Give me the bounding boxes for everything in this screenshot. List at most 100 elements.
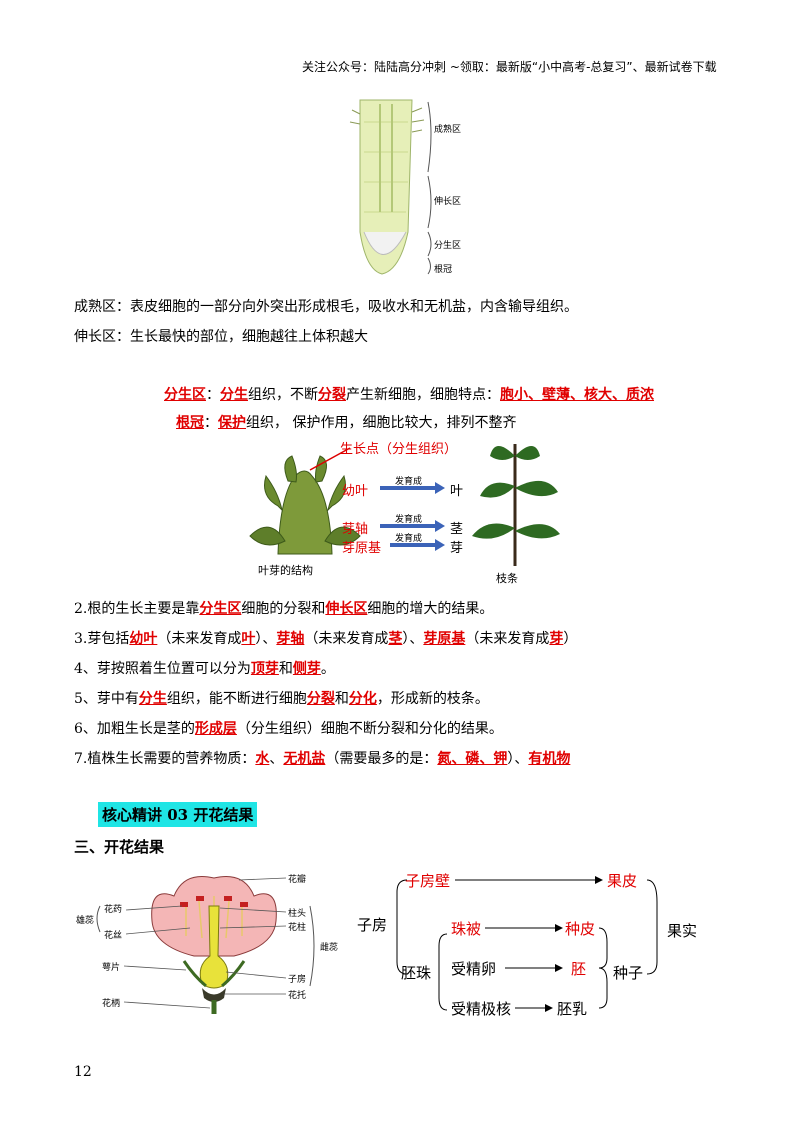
- t: （未来发育成: [157, 631, 242, 647]
- root-label-cap: 根冠: [434, 265, 453, 275]
- item-4: 4、芽按照着生位置可以分为顶芽和侧芽。: [74, 658, 335, 678]
- t: 组织， 保护作用，细胞比较大，排列不整齐: [246, 415, 517, 431]
- t: 和: [334, 691, 349, 707]
- kw: 茎: [388, 631, 403, 647]
- t: 6、加粗生长是茎的: [74, 721, 195, 737]
- label-ovary: 子房: [288, 975, 307, 985]
- line-rootcap: 根冠：保护组织， 保护作用，细胞比较大，排列不整齐: [176, 412, 516, 432]
- kw: 有机物: [528, 751, 571, 767]
- arrow-label-3: 发育成: [395, 534, 423, 544]
- line-meristem: 分生区：分生组织，不断分裂产生新细胞，细胞特点：胞小、壁薄、核大、质浓: [164, 384, 654, 404]
- diag-ovary-wall: 子房壁: [405, 872, 451, 890]
- t: ）、: [255, 631, 277, 647]
- kw: 芽轴: [276, 631, 305, 647]
- result-leaf: 叶: [450, 484, 464, 499]
- item-3: 3.芽包括幼叶（未来发育成叶）、芽轴（未来发育成茎）、芽原基（未来发育成芽）: [74, 628, 577, 648]
- bud-part-axis: 芽轴: [342, 522, 369, 537]
- kw: 保护: [218, 415, 246, 431]
- label-anther: 花药: [104, 905, 123, 915]
- label-receptacle: 花托: [288, 991, 307, 1001]
- diag-ovule: 胚珠: [401, 964, 432, 982]
- kw: 形成层: [194, 721, 237, 737]
- t: 2.根的生长主要是靠: [74, 601, 200, 617]
- t: 4、芽按照着生位置可以分为: [74, 661, 251, 677]
- growth-point-label: 生长点（分生组织）: [340, 442, 458, 457]
- root-tip-figure: 成熟区 伸长区 分生区 根冠: [330, 92, 470, 282]
- root-tip-drawing: [349, 99, 432, 275]
- t: 组织，不断: [248, 387, 318, 403]
- arrow-label-2: 发育成: [395, 515, 423, 525]
- kw: 胞小、壁薄、核大、质浓: [500, 387, 654, 403]
- t: ）、: [402, 631, 424, 647]
- diag-embryo: 胚: [571, 960, 587, 978]
- caption-twig: 枝条: [496, 572, 518, 585]
- t: 组织，能不断进行细胞: [166, 691, 307, 707]
- item-5: 5、芽中有分生组织，能不断进行细胞分裂和分化，形成新的枝条。: [74, 688, 489, 708]
- section-heading: 核心精讲 03 开花结果: [98, 802, 258, 827]
- diag-pericarp: 果皮: [607, 872, 638, 890]
- t: 7.植株生长需要的营养物质：: [74, 751, 256, 767]
- diag-fruit: 果实: [667, 922, 698, 940]
- t: ）、: [507, 751, 529, 767]
- kw: 无机盐: [283, 751, 326, 767]
- kw: 芽: [549, 631, 564, 647]
- label-stigma: 柱头: [288, 909, 307, 919]
- diag-polar-nuclei: 受精极核: [451, 1000, 512, 1018]
- t: ：: [204, 415, 218, 431]
- label-receptacle-stalk: 花柄: [102, 999, 121, 1009]
- kw: 分化: [348, 691, 377, 707]
- kw: 分裂: [306, 691, 335, 707]
- caption-bud: 叶芽的结构: [258, 564, 313, 577]
- subsection-heading: 三、开花结果: [74, 838, 165, 856]
- fruit-diagram: 子房 子房壁 果皮 胚珠 珠被 种皮 受精卵 胚 受精极核 胚乳 种子 果实: [355, 862, 725, 1027]
- diag-ovary: 子房: [357, 916, 388, 934]
- t: （需要最多的是：: [325, 751, 438, 767]
- t: 细胞的分裂和: [241, 601, 326, 617]
- item-6: 6、加粗生长是茎的形成层（分生组织）细胞不断分裂和分化的结果。: [74, 718, 503, 738]
- bud-figure: 生长点（分生组织） 幼叶 芽轴 芽原基 发育成 发育成 发育成 叶 茎 芽 叶芽…: [240, 436, 570, 586]
- bud-drawing: [249, 444, 560, 566]
- bud-part-young-leaf: 幼叶: [342, 484, 369, 499]
- bud-part-primordium: 芽原基: [342, 541, 382, 556]
- t: ）: [563, 631, 578, 647]
- diag-integument: 珠被: [451, 920, 482, 938]
- kw: 根冠: [176, 415, 204, 431]
- page-number: 12: [74, 1064, 92, 1080]
- kw: 分生区: [199, 601, 242, 617]
- t: ：: [206, 387, 220, 403]
- root-label-maturation: 成熟区: [434, 125, 462, 135]
- kw: 分裂: [318, 387, 346, 403]
- t: （分生组织）细胞不断分裂和分化的结果。: [236, 721, 503, 737]
- t: 3.芽包括: [74, 631, 130, 647]
- kw: 芽原基: [423, 631, 466, 647]
- t: 。: [320, 661, 335, 677]
- kw: 分生: [138, 691, 167, 707]
- result-bud: 芽: [450, 541, 464, 556]
- root-label-meristem: 分生区: [434, 241, 462, 251]
- t: 产生新细胞，细胞特点：: [346, 387, 500, 403]
- t: ，形成新的枝条。: [376, 691, 489, 707]
- label-pistil: 雌蕊: [320, 943, 339, 953]
- t: 和: [278, 661, 293, 677]
- t: 、: [269, 751, 284, 767]
- kw: 幼叶: [129, 631, 158, 647]
- kw: 顶芽: [250, 661, 279, 677]
- diag-endosperm: 胚乳: [557, 1000, 588, 1018]
- diag-seed: 种子: [613, 964, 644, 982]
- kw: 叶: [241, 631, 256, 647]
- flower-drawing: [96, 876, 315, 1014]
- kw: 分生: [220, 387, 248, 403]
- diag-seed-coat: 种皮: [565, 920, 596, 938]
- para-elongation: 伸长区：生长最快的部位，细胞越往上体积越大: [74, 329, 368, 345]
- page-header: 关注公众号：陆陆高分冲刺 ~领取：最新版“小中高考-总复习”、最新试卷下载: [302, 60, 717, 74]
- flower-figure: 花药 雄蕊 花丝 萼片 花柄 花瓣 柱头 花柱 雌蕊 子房 花托: [74, 866, 354, 1016]
- root-label-elongation: 伸长区: [434, 197, 462, 207]
- label-filament: 花丝: [104, 931, 123, 941]
- label-sepal: 萼片: [102, 963, 121, 973]
- arrow-label-1: 发育成: [395, 477, 423, 487]
- label-style: 花柱: [288, 923, 307, 933]
- kw: 分生区: [164, 387, 206, 403]
- label-petal: 花瓣: [288, 875, 307, 885]
- diag-zygote: 受精卵: [451, 960, 497, 978]
- kw: 伸长区: [325, 601, 368, 617]
